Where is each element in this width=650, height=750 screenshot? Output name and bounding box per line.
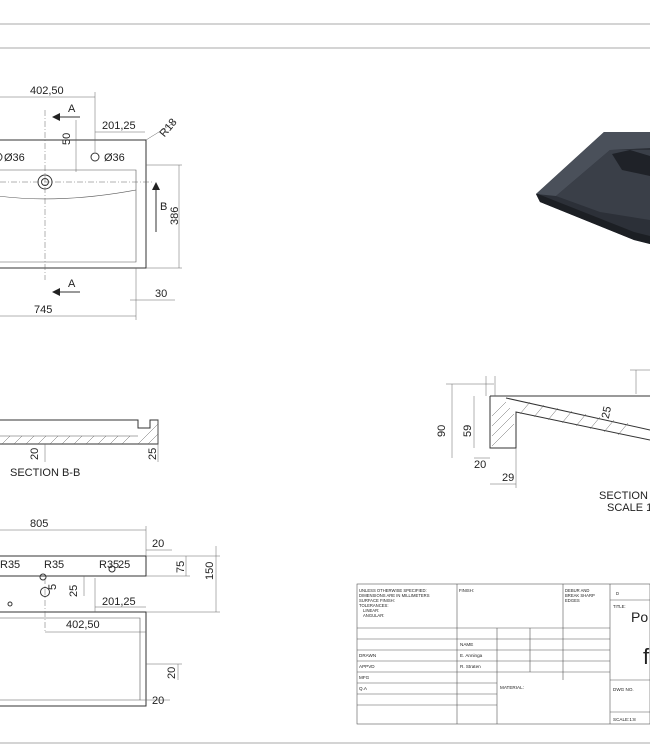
section-label-b: B [160,201,167,213]
dim-aa-20: 20 [474,459,486,471]
tb-note-2: SURFACE FINISH: [359,598,395,603]
dim-bottom-201-25: 201,25 [102,596,136,608]
dim-bottom-5: 5 [47,584,59,590]
dim-805: 805 [30,518,48,530]
section-aa-outline [489,395,650,449]
tb-logo: f [643,644,650,669]
dim-402-50: 402,50 [30,85,64,97]
tap-hole-left [0,152,3,162]
dim-d36-left: Ø36 [4,152,25,164]
section-label-a-top: A [68,103,76,115]
tb-appvd-name: R. Straten [460,664,481,669]
dim-aa-29: 29 [502,472,514,484]
section-arrowhead-a-top [52,113,60,121]
dim-r35-b: R35 [44,559,64,571]
leader-r18 [145,121,176,141]
dim-aa-59: 59 [462,425,474,437]
tb-material-label: MATERIAL: [500,685,524,690]
section-label-a-bottom: A [68,278,76,290]
tap-hole-right [90,152,100,162]
dim-d36-right: Ø36 [104,152,125,164]
tb-mfg-label: MFG [359,675,370,680]
dim-r18: R18 [157,116,179,139]
dim-bottom-25-top: 25 [118,559,130,571]
bottom-small-hole-c [7,601,13,607]
dim-50: 50 [61,133,73,145]
dim-bb-20: 20 [29,448,41,460]
tb-drawn-label: DRAWN [359,653,376,658]
tb-name-header: NAME [460,642,473,647]
dim-r35-c: R35 [99,559,119,571]
basin-render-front-edge [536,194,650,244]
bottom-tap-hole [40,587,50,597]
section-aa-view: 90 59 20 29 25 SECTION SCALE 1 [436,369,650,514]
dim-30: 30 [155,288,167,300]
section-arrowhead-a-bottom [52,288,60,296]
tb-qa-label: Q.A [359,686,368,691]
dim-bottom-75: 75 [175,561,187,573]
tb-deburr-2: EDGES [565,598,580,603]
basin-outline [0,139,147,269]
tb-scale-label: SCALE:1:8 [613,717,636,722]
tb-drawn-name: E. Anninga [460,653,483,658]
tb-finish-label: FINISH: [459,588,474,593]
bottom-basin-outline [0,611,147,707]
section-aa-scale: SCALE 1 [607,502,650,514]
section-bb-title: SECTION B-B [10,467,80,479]
top-view: 402,50 201,25 R18 50 Ø36 Ø36 A A B 386 3… [0,85,182,320]
title-block-frame [356,583,650,725]
tb-deburr-0: DEBUR AND [565,588,589,593]
tb-note-0: UNLESS OTHERWISE SPECIFIED: [359,588,427,593]
dim-bottom-20-a: 20 [166,667,178,679]
dim-bottom-25-mid: 25 [68,585,80,597]
bottom-small-hole-a [39,573,47,581]
bottom-basin-inner [0,617,141,701]
title-block: UNLESS OTHERWISE SPECIFIED: DIMENSIONS A… [356,583,650,725]
section-bb-hatch [1,423,159,445]
section-bb-view: 20 25 SECTION B-B [0,419,159,479]
tb-deburr-1: BREAK SHARP [565,593,595,598]
section-aa-title: SECTION [599,490,648,502]
basin-inner-edge [0,169,137,263]
section-bb-outline [0,419,159,445]
dim-bottom-20-top: 20 [152,538,164,550]
dim-745: 745 [34,304,52,316]
bottom-top-strip [0,555,147,577]
basin-render-shelf [612,150,650,176]
dim-386: 386 [169,207,181,225]
tb-title-label: TITLE: [613,604,626,609]
tb-note-1: DIMENSIONS ARE IN MILLIMETERS [359,593,430,598]
basin-render-top-rim [536,132,650,196]
dim-bottom-402-50: 402,50 [66,619,100,631]
bottom-small-hole-b [108,565,116,573]
tb-note-5: ANGULAR: [363,613,384,618]
tb-dr-label: D [616,591,619,596]
tb-note-4: LINEAR: [363,608,379,613]
basin-3d-render [536,132,650,244]
bottom-view: 805 20 R35 R35 R35 25 75 150 5 25 201,25… [0,518,220,707]
tb-appvd-label: APPVD [359,664,375,669]
dim-aa-25: 25 [600,405,614,419]
dim-aa-90: 90 [436,425,448,437]
dim-201-25: 201,25 [102,120,136,132]
section-aa-hatch [491,401,629,447]
tb-note-3: TOLERANCES: [359,603,388,608]
tb-dwg-no-label: DWG NO. [613,687,634,692]
dim-bb-25: 25 [147,448,159,460]
dim-bottom-20-b: 20 [152,695,164,707]
dim-r35-a: R35 [0,559,20,571]
tb-title-value: Po [631,609,648,625]
basin-slope-line [0,189,137,200]
dim-bottom-150: 150 [204,562,216,580]
section-arrowhead-b [152,182,160,190]
section-aa-slope [505,397,650,431]
